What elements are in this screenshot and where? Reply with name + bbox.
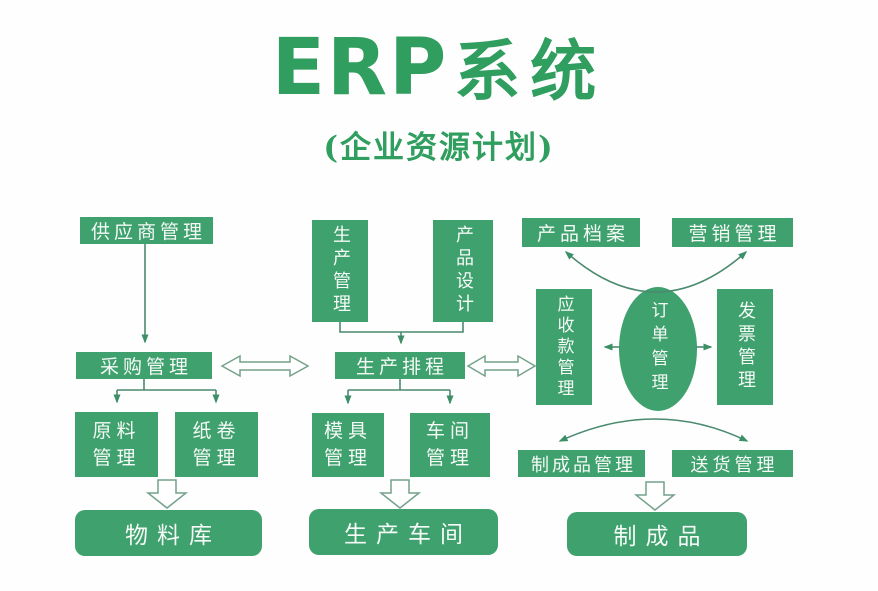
- node-production-management: 生产管理: [312, 220, 368, 322]
- branch-merge-to-scheduling: [339, 322, 464, 333]
- page-subtitle: (企业资源计划): [323, 130, 555, 166]
- block-arrow-to-material-warehouse: [145, 479, 189, 509]
- node-mold-management: 模具管理: [312, 413, 384, 477]
- double-arrow-purchasing-scheduling: [220, 354, 310, 378]
- title-cjk: 系统: [454, 32, 607, 110]
- branch-scheduling: [348, 379, 450, 391]
- branch-purchasing: [117, 379, 216, 391]
- node-order-management-ellipse: 订单管理: [619, 287, 697, 411]
- node-material-warehouse: 物料库: [75, 510, 262, 556]
- node-finished-goods-management: 制成品管理: [518, 450, 645, 477]
- node-purchasing-management: 采购管理: [76, 352, 212, 379]
- node-delivery-management: 送货管理: [672, 450, 793, 477]
- node-product-archive: 产品档案: [522, 218, 640, 247]
- node-workshop-management: 车间管理: [410, 413, 490, 477]
- node-accounts-receivable-management: 应收款管理: [536, 289, 592, 405]
- block-arrow-to-production-workshop: [378, 479, 422, 509]
- node-raw-material-management: 原料管理: [75, 412, 158, 477]
- arc-order-to-finished-and-delivery: [558, 418, 749, 442]
- node-paper-roll-management: 纸卷管理: [175, 412, 258, 477]
- node-production-scheduling: 生产排程: [335, 352, 465, 379]
- node-finished-goods: 制成品: [567, 512, 747, 556]
- arc-order-to-archive-and-marketing: [564, 251, 748, 293]
- node-invoice-management: 发票管理: [717, 289, 773, 405]
- double-arrow-scheduling-receivables: [466, 354, 537, 378]
- node-production-workshop: 生产车间: [309, 509, 498, 555]
- node-product-design: 产品设计: [433, 220, 493, 322]
- node-marketing-management: 营销管理: [672, 218, 793, 247]
- node-supplier-management: 供应商管理: [80, 217, 213, 244]
- page-title: ERP系统: [0, 18, 878, 114]
- block-arrow-to-finished-goods: [633, 481, 677, 511]
- title-latin: ERP: [271, 23, 449, 113]
